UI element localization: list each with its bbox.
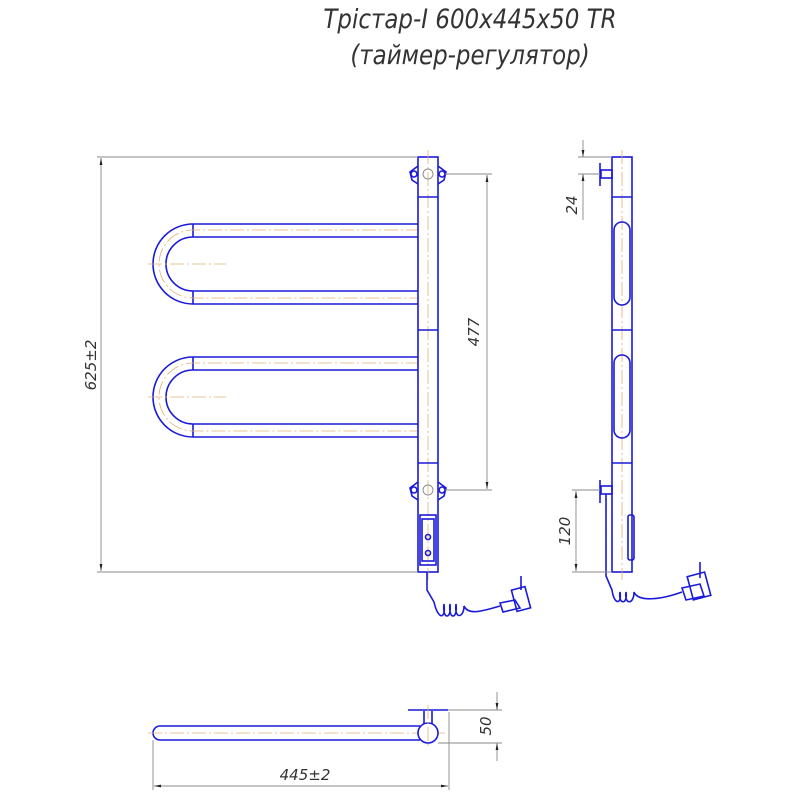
top-view: [148, 705, 448, 748]
power-cable: [426, 572, 532, 617]
depth-label: 50: [477, 716, 495, 735]
dimension-height: 625±2: [82, 156, 418, 573]
dimension-width: 445±2: [152, 712, 450, 790]
upper-loop: [148, 223, 420, 305]
top-bracket: [409, 165, 447, 185]
side-top-bracket: [599, 163, 613, 186]
side-controller: [627, 514, 635, 561]
side-view: [599, 150, 712, 603]
mount-spacing-label: 477: [465, 317, 483, 346]
front-view: [148, 150, 532, 617]
dimension-bottom-offset: 120: [556, 489, 612, 573]
dimension-mount-spacing: 477: [445, 173, 492, 491]
bottom-offset-label: 120: [556, 517, 574, 546]
drawing-title: Трістар-I 600x445x50 TR: [323, 4, 617, 35]
dimension-bracket-offset: 24: [563, 140, 612, 220]
width-label: 445±2: [280, 766, 331, 784]
bottom-bracket: [409, 481, 447, 501]
height-label: 625±2: [82, 340, 100, 391]
drawing-subtitle: (таймер-регулятор): [350, 40, 590, 71]
dimension-depth: 50: [438, 692, 502, 761]
timer-controller: [419, 514, 437, 566]
bracket-offset-label: 24: [563, 195, 581, 214]
lower-loop: [148, 356, 420, 438]
